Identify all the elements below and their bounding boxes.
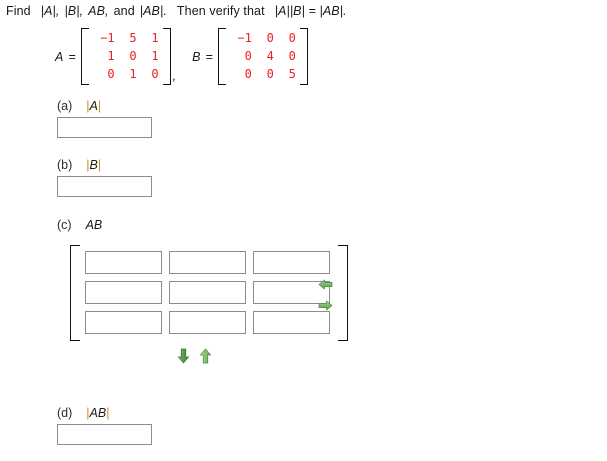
prompt-identity: |A||B| = |AB|. [274, 4, 347, 18]
matrix-cell-input-r2c2[interactable] [169, 281, 246, 304]
part-d-header: (d) |AB| [57, 406, 152, 420]
part-c-matrix-answer [70, 245, 348, 341]
matrix-b-cell: 4 [266, 49, 274, 63]
problem-statement: Find |A|, |B|, AB, and |AB|. Then verify that |… [6, 4, 347, 18]
prompt-lead: Find [6, 4, 31, 18]
matrix-b-cell: 0 [244, 67, 252, 81]
right-bracket [299, 28, 308, 85]
matrix-cell-input-r3c1[interactable] [85, 311, 162, 334]
abs-bar-open: | [86, 406, 90, 420]
matrix-a-cell: −1 [100, 31, 115, 45]
matrix-definitions: A = −1 5 1 1 0 1 0 1 0 , B = −1 0 0 0 4 … [55, 28, 308, 85]
part-b-header: (b) |B| [57, 158, 152, 172]
matrix-cell-input-r1c2[interactable] [169, 251, 246, 274]
matrix-cell-input-r3c2[interactable] [169, 311, 246, 334]
matrix-a-cell: 0 [107, 67, 115, 81]
abs-var: A [89, 99, 98, 113]
matrix-b-cell: 0 [288, 31, 296, 45]
part-a: (a) |A| [57, 99, 152, 138]
matrix-a-entries: −1 5 1 1 0 1 0 1 0 [89, 28, 163, 85]
matrix-a-cell: 5 [129, 31, 137, 45]
part-a-letter: (a) [57, 99, 73, 113]
part-b-letter: (b) [57, 158, 73, 172]
column-controls [318, 277, 333, 313]
matrix-a-cell: 0 [151, 67, 159, 81]
matrix-cell-input-r1c1[interactable] [85, 251, 162, 274]
prompt-term-b: |B|, [64, 4, 84, 18]
matrix-b-equals: = [205, 49, 213, 64]
abs-bar-open: | [86, 158, 90, 172]
arrow-up-icon[interactable] [199, 348, 214, 364]
matrix-a-cell: 1 [107, 49, 115, 63]
matrix-a-cell: 1 [151, 31, 159, 45]
matrix-b-label: B [192, 49, 201, 64]
abs-bar-close: | [97, 99, 102, 113]
abs-bar-close: | [106, 406, 110, 420]
part-a-answer-input[interactable] [57, 117, 152, 138]
left-bracket [217, 28, 226, 85]
matrix-b-entries: −1 0 0 0 4 0 0 0 5 [226, 28, 300, 85]
matrix-a-cell: 1 [151, 49, 159, 63]
part-d: (d) |AB| [57, 406, 152, 445]
prompt-verify: Then verify that [176, 4, 265, 18]
part-b-answer-input[interactable] [57, 176, 152, 197]
part-b-expression: |B| [86, 158, 101, 172]
part-d-answer-input[interactable] [57, 424, 152, 445]
row-controls [177, 348, 214, 364]
abs-bar-close: | [97, 158, 102, 172]
part-a-header: (a) |A| [57, 99, 152, 113]
left-bracket [80, 28, 89, 85]
matrix-b-cell: 0 [244, 49, 252, 63]
part-b: (b) |B| [57, 158, 152, 197]
abs-var: B [89, 158, 98, 172]
matrix-a-cell: 0 [129, 49, 137, 63]
arrow-right-icon[interactable] [318, 298, 333, 313]
prompt-term-det-ab: |AB|. [139, 4, 167, 18]
part-d-letter: (d) [57, 406, 73, 420]
part-c-header: (c) AB [57, 218, 102, 232]
part-c-input-grid [80, 245, 338, 341]
prompt-and: and [113, 4, 135, 18]
matrix-cell-input-r2c1[interactable] [85, 281, 162, 304]
matrix-cell-input-r2c3[interactable] [253, 281, 330, 304]
right-bracket [338, 245, 348, 341]
matrix-cell-input-r1c3[interactable] [253, 251, 330, 274]
prompt-term-a: |A|, [40, 4, 60, 18]
prompt-term-ab: AB, [88, 4, 109, 18]
matrix-a-equals: = [68, 49, 76, 64]
matrix-separator-comma: , [172, 69, 177, 83]
matrix-b-cell: 5 [288, 67, 296, 81]
arrow-left-icon[interactable] [318, 277, 333, 292]
part-c-expression: AB [85, 218, 103, 232]
matrix-a-cell: 1 [129, 67, 137, 81]
part-a-expression: |A| [86, 99, 101, 113]
right-bracket [162, 28, 171, 85]
arrow-down-icon[interactable] [177, 348, 192, 364]
matrix-b-cell: 0 [266, 31, 274, 45]
part-d-expression: |AB| [86, 406, 109, 420]
abs-var: AB [89, 406, 107, 420]
matrix-cell-input-r3c3[interactable] [253, 311, 330, 334]
matrix-b-cell: 0 [288, 49, 296, 63]
part-c: (c) AB [57, 218, 102, 232]
matrix-b-cell: −1 [237, 31, 252, 45]
left-bracket [70, 245, 80, 341]
matrix-a-label: A [55, 49, 64, 64]
abs-bar-open: | [86, 99, 90, 113]
matrix-b-cell: 0 [266, 67, 274, 81]
matrix-a: −1 5 1 1 0 1 0 1 0 [80, 28, 171, 85]
matrix-b: −1 0 0 0 4 0 0 0 5 [217, 28, 308, 85]
part-c-letter: (c) [57, 218, 72, 232]
